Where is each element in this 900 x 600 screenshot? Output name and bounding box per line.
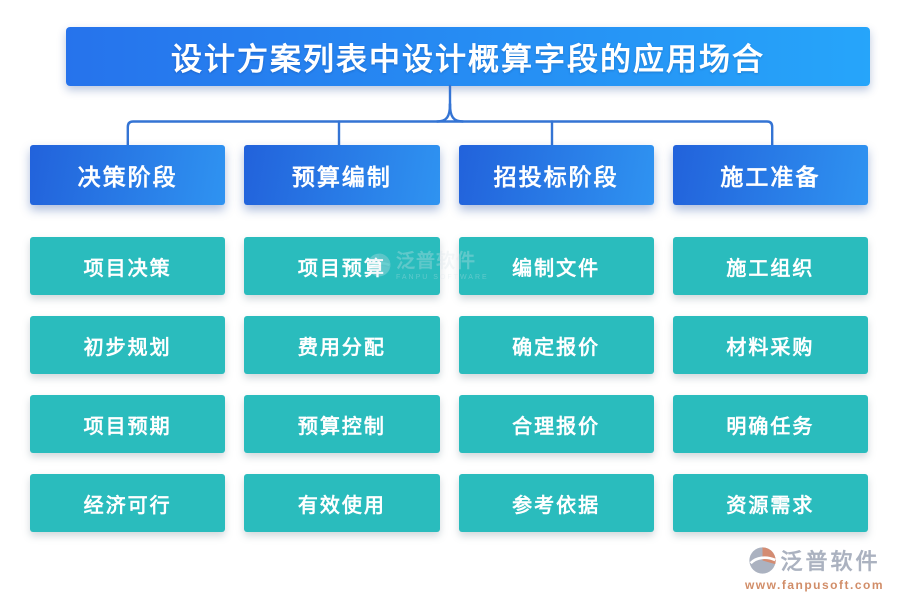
fanpu-logo-icon (749, 546, 777, 574)
title-bar: 设计方案列表中设计概算字段的应用场合 (66, 27, 870, 86)
flow-item: 初步规划 (30, 316, 226, 374)
column-construction-prep: 施工准备 施工组织 材料采购 明确任务 资源需求 (672, 145, 868, 553)
footer-brand: 泛普软件 (780, 549, 881, 574)
footer-website: www.fanpusoft.com (744, 578, 884, 592)
connector-flare-left (435, 102, 452, 123)
column-header: 招投标阶段 (458, 145, 654, 205)
flow-item: 预算控制 (244, 395, 440, 453)
connector-flare-right (448, 102, 465, 123)
column-header: 施工准备 (672, 145, 868, 205)
connector-horizontal (126, 120, 774, 148)
column-bidding-stage: 招投标阶段 编制文件 确定报价 合理报价 参考依据 (458, 145, 654, 553)
fanpu-footer-logo: 泛普软件 www.fanpusoft.com (745, 544, 884, 592)
flow-item: 资源需求 (672, 474, 868, 532)
page-title: 设计方案列表中设计概算字段的应用场合 (171, 42, 765, 77)
flow-item: 费用分配 (244, 316, 440, 374)
flow-item: 确定报价 (458, 316, 654, 374)
flow-item: 合理报价 (458, 395, 654, 453)
flow-item: 施工组织 (672, 237, 868, 295)
flow-item: 参考依据 (458, 474, 654, 532)
flow-item: 编制文件 (458, 237, 654, 295)
flow-item: 项目预期 (30, 395, 226, 453)
flow-item: 经济可行 (30, 474, 226, 532)
column-decision-stage: 决策阶段 项目决策 初步规划 项目预期 经济可行 (30, 145, 226, 553)
flow-item: 材料采购 (672, 316, 868, 374)
column-header: 决策阶段 (30, 145, 226, 205)
flow-item: 明确任务 (672, 395, 868, 453)
column-header: 预算编制 (244, 145, 440, 205)
flow-item: 项目决策 (30, 237, 226, 295)
flow-item: 项目预算 (244, 237, 440, 295)
columns-grid: 决策阶段 项目决策 初步规划 项目预期 经济可行 预算编制 项目预算 费用分配 … (30, 145, 868, 553)
column-budget-preparation: 预算编制 项目预算 费用分配 预算控制 有效使用 (244, 145, 440, 553)
flow-item: 有效使用 (244, 474, 440, 532)
